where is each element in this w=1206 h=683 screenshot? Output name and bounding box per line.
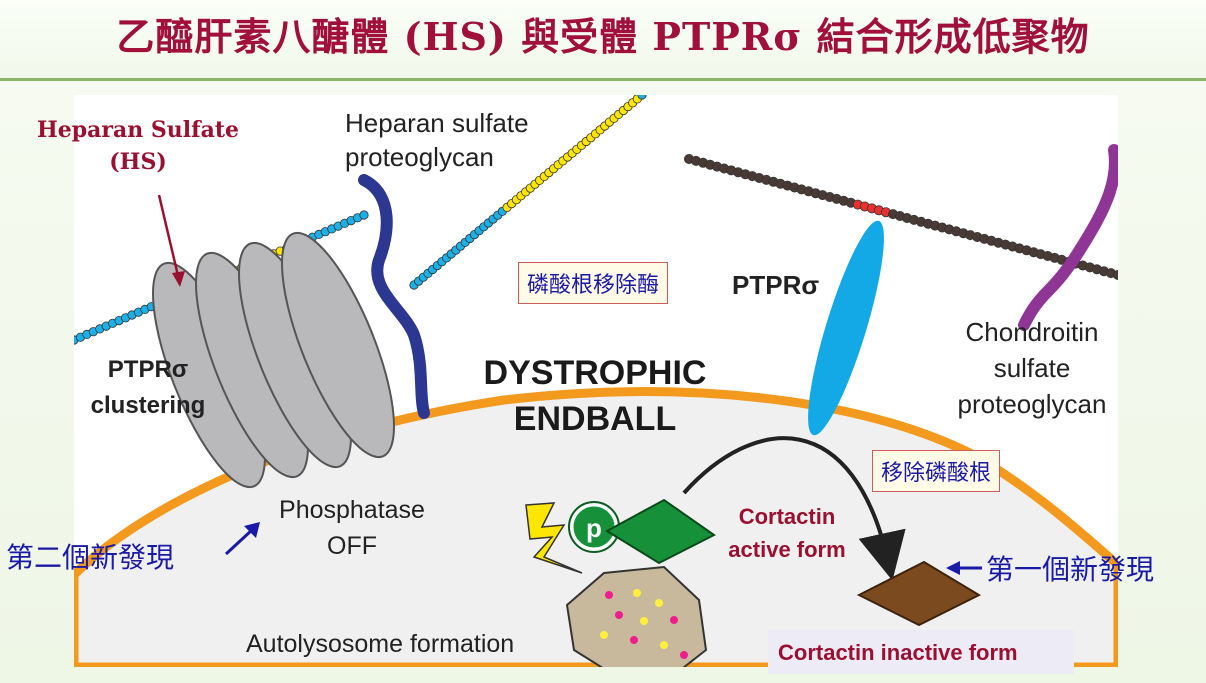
cs-chain-right: [684, 154, 1118, 280]
second-finding-label: 第二個新發現: [6, 541, 175, 574]
diagram-canvas: p: [74, 95, 1118, 667]
ptpr-receptor: [808, 220, 884, 436]
hs-pointer-arrow: [157, 194, 181, 281]
chain-bead: [637, 95, 647, 100]
autolysosome-label: Autolysosome formation: [246, 630, 515, 658]
hs-chain-left: [74, 95, 647, 345]
cortactin-active-label: Cortactin active form: [728, 504, 846, 562]
phosphatase-removal-enzyme-box: 磷酸根移除酶: [518, 262, 669, 304]
dephosphorylation-arrow: [682, 436, 906, 581]
phosphate-badge-label: p: [586, 513, 602, 543]
first-finding-label: 第一個新發現: [986, 553, 1155, 586]
lightning-icon: [525, 502, 583, 574]
ptpr-clustering-label: PTPRσ clustering: [90, 356, 206, 419]
cortactin-inactive-box: [768, 630, 1074, 674]
ptpr-cluster: [152, 231, 395, 489]
title-bar: 乙醯肝素八醣體 (HS) 與受體 PTPRσ 結合形成低聚物: [0, 0, 1206, 81]
hs-label: Heparan Sulfate (HS): [36, 117, 240, 175]
autolysosome: [565, 565, 708, 667]
chain-bead: [1113, 270, 1118, 280]
cortactin-active-diamond: [605, 498, 716, 565]
slide-title: 乙醯肝素八醣體 (HS) 與受體 PTPRσ 結合形成低聚物: [116, 14, 1090, 59]
hspg-label: Heparan sulfate proteoglycan: [345, 108, 529, 172]
cortactin-inactive-label: Cortactin inactive form: [778, 640, 1018, 665]
cspg-core: [1018, 144, 1118, 331]
hspg-core: [358, 174, 430, 419]
ptpr-label: PTPRσ: [732, 270, 820, 300]
remove-phosphate-box: 移除磷酸根: [872, 450, 1001, 492]
first-finding-arrow: [946, 561, 982, 575]
phosphatase-off-label: Phosphatase OFF: [279, 496, 425, 560]
diagram-panel: p: [74, 95, 1118, 667]
second-finding-arrow: [224, 522, 260, 556]
chain-bead: [359, 210, 369, 220]
cspg-label: Chondroitin sulfate proteoglycan: [957, 317, 1107, 419]
cortactin-inactive-diamond: [856, 560, 982, 627]
dystrophic-endball-label: DYSTROPHIC ENDBALL: [483, 354, 707, 438]
